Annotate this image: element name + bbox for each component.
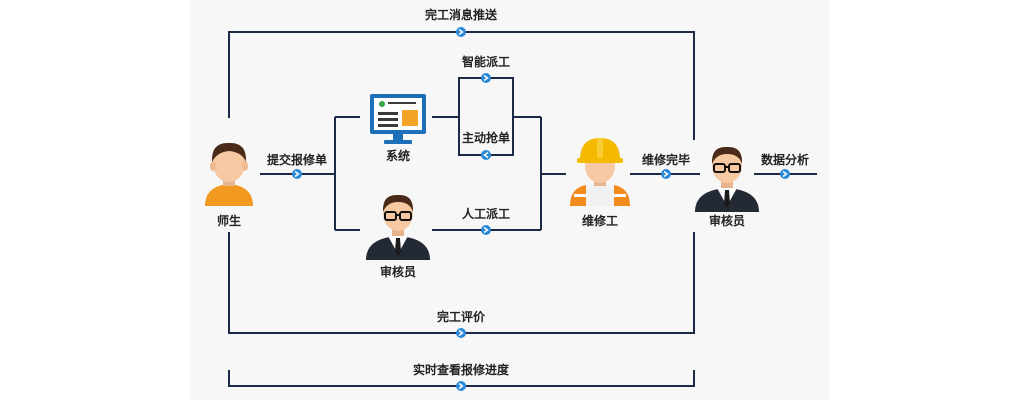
arrow-dot-eval (455, 327, 467, 339)
label-repairman: 维修工 (582, 213, 618, 228)
arrow-dot-notify (455, 26, 467, 38)
label-data-analysis: 数据分析 (761, 152, 809, 167)
arrow-dot-manual (480, 224, 492, 236)
labels: 完工消息推送 提交报修单 师生 系统 智能派工 主动抢单 人工派工 审核员 维修… (217, 7, 809, 377)
arrow-dot-done (660, 168, 672, 180)
label-grab-order: 主动抢单 (462, 130, 510, 145)
arrow-dot-analysis (779, 168, 791, 180)
label-system: 系统 (386, 148, 410, 163)
label-report: 提交报修单 (267, 152, 327, 167)
arrow-dot-progress (455, 380, 467, 392)
label-evaluation: 完工评价 (437, 309, 486, 324)
label-manual-dispatch: 人工派工 (462, 206, 510, 221)
arrow-dot-smart (480, 72, 492, 84)
reviewer-icon (695, 146, 759, 212)
monitor-icon (370, 94, 426, 144)
worker-icon (570, 138, 630, 206)
person-icon (205, 142, 253, 206)
label-progress: 实时查看报修进度 (413, 362, 510, 377)
label-smart-dispatch: 智能派工 (461, 54, 510, 69)
arrow-dot-grab (480, 149, 492, 161)
reviewer-icon (366, 194, 430, 260)
label-notify: 完工消息推送 (425, 7, 498, 22)
label-teacher: 师生 (217, 213, 241, 228)
arrow-dot-report (291, 168, 303, 180)
label-reviewer-right: 审核员 (709, 213, 745, 228)
label-repair-done: 维修完毕 (642, 152, 690, 167)
label-reviewer-left: 审核员 (380, 264, 416, 279)
